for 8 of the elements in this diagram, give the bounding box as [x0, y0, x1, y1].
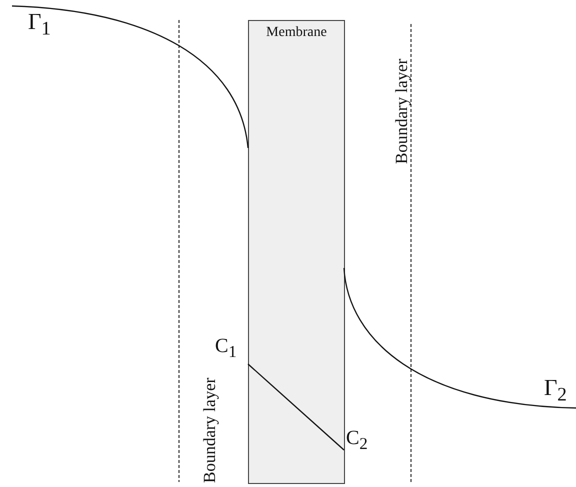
boundary-layer-label: Boundary layer [201, 378, 218, 483]
symbol-label: C$_{1}$ [215, 336, 237, 361]
symbol-label: C$_{2}$ [346, 428, 368, 453]
symbol-label: Γ$_{2}$ [544, 376, 567, 405]
membrane-label: Membrane [265, 25, 328, 41]
membrane-block [248, 20, 345, 484]
symbol-label: Γ$_{1}$ [28, 10, 51, 39]
boundary-layer-label: Boundary layer [393, 58, 410, 164]
